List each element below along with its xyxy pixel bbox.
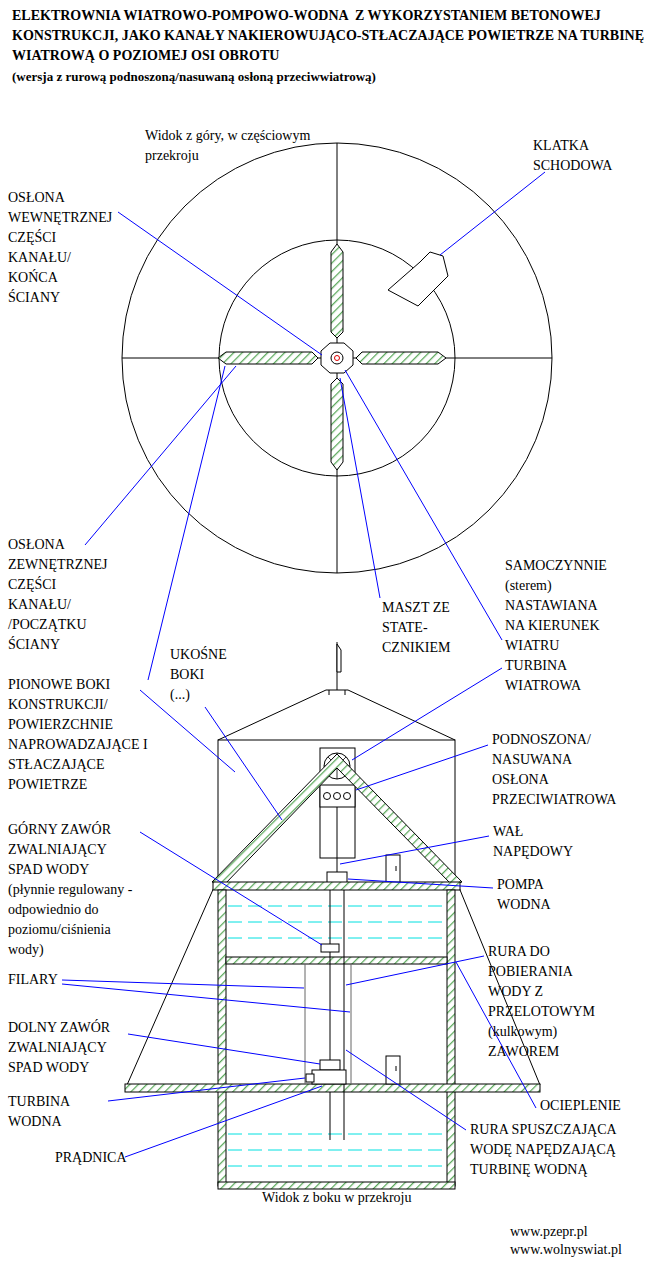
part-label: RURA DO POBIERANIA WODY Z PRZELOTOWYM (k… [488,942,588,1062]
side-view [125,642,540,1189]
top-view [122,143,552,573]
part-label: PODNOSZONA/ NASUWANA OSŁONA PRZECIWIATRO… [492,730,616,810]
caption: Widok z boku w przekroju [262,1188,412,1208]
subtitle: (wersja z rurową podnoszoną/nasuwaną osł… [12,68,652,86]
part-label: PIONOWE BOKI KONSTRUKCJI/ POWIERZCHNIE N… [8,675,158,795]
url-label: www.wolnyswiat.pl [510,1240,622,1260]
part-label: KLATKA SCHODOWA [533,136,612,176]
part-label: POMPA WODNA [497,875,551,915]
part-label: SAMOCZYNNIE (sterem) NASTAWIANA NA KIERU… [505,556,617,696]
part-label: UKOŚNE BOKI (...) [170,645,227,705]
part-label: RURA SPUSZCZAJĄCA WODĘ NAPĘDZAJĄCĄ TURBI… [470,1120,628,1180]
part-label: WAŁ NAPĘDOWY [493,822,573,862]
leader-lines [62,172,545,1157]
part-label: OCIEPLENIE [540,1096,621,1116]
part-label: GÓRNY ZAWÓR ZWALNIAJĄCY SPAD WODY (płynn… [8,820,138,960]
view-label: Widok z góry, w częściowym przekroju [145,126,335,166]
part-label: FILARY [8,970,58,990]
part-label: OSŁONA ZEWNĘTRZNEJ CZĘŚCI KANAŁU/ /POCZĄ… [8,535,108,655]
part-label: DOLNY ZAWÓR ZWALNIAJĄCY SPAD WODY [8,1018,128,1078]
part-label: MASZT ZE STATE- CZNIKIEM [382,598,450,658]
url-label: www.pzepr.pl [510,1222,588,1242]
part-label: PRĄDNICA [55,1148,127,1168]
part-label: OSŁONA WEWNĘTRZNEJ CZĘŚCI KANAŁU/ KOŃCA … [8,188,112,308]
part-label: TURBINA WODNA [8,1092,69,1132]
title: ELEKTROWNIA WIATROWO-POMPOWO-WODNA Z WYK… [12,6,652,66]
